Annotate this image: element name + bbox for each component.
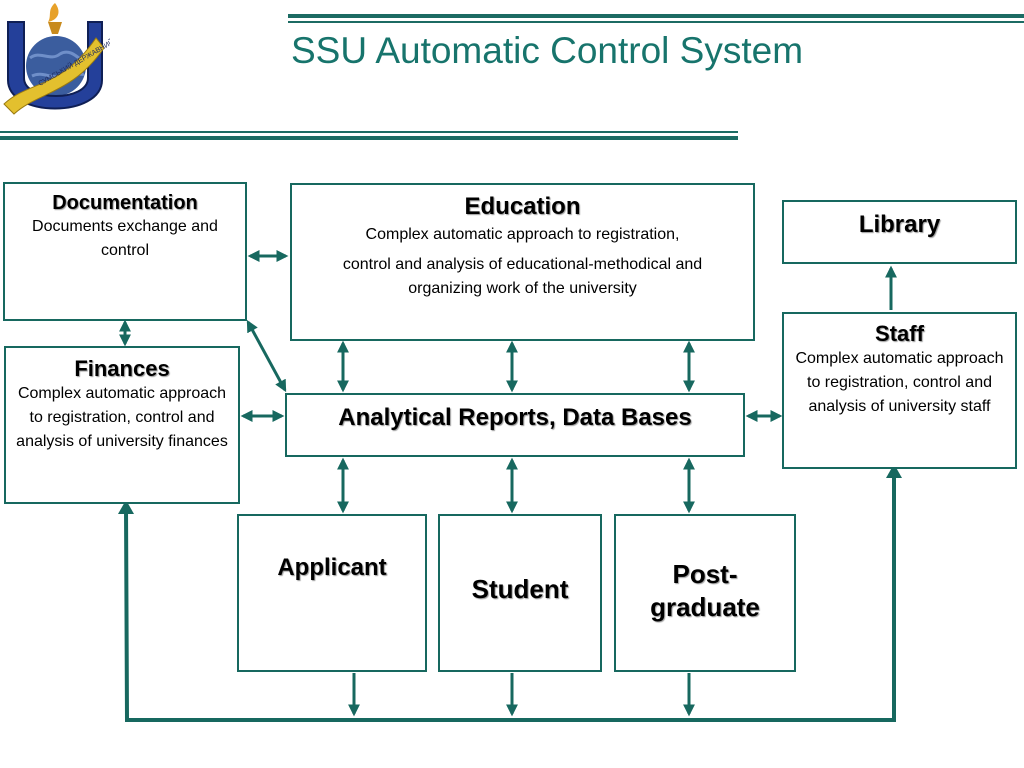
- student-title: Student: [471, 574, 569, 604]
- postgraduate-title: Post-graduate: [650, 559, 760, 622]
- documentation-box: Documentation Documents exchange and con…: [3, 182, 247, 321]
- student-box: Student: [438, 514, 602, 672]
- education-text-line2: control and analysis of educational-meth…: [342, 256, 703, 297]
- title-rule-top-thin: [288, 21, 1024, 23]
- education-text-line1: Complex automatic approach to registrati…: [365, 226, 680, 243]
- finances-title: Finances: [74, 356, 170, 381]
- library-title: Library: [858, 211, 941, 238]
- analytical-reports-box: Analytical Reports, Data Bases: [285, 393, 745, 457]
- title-rule-top-thick: [288, 14, 1024, 18]
- applicant-box: Applicant: [237, 514, 427, 672]
- applicant-title: Applicant: [277, 554, 387, 581]
- documentation-text: Documents exchange and control: [32, 218, 218, 259]
- university-logo: СУМСЬКИЙ ДЕРЖАВНИЙ УНІВЕРСИТЕТ: [3, 3, 110, 115]
- staff-title: Staff: [875, 321, 924, 346]
- education-box: Education Complex automatic approach to …: [290, 183, 755, 341]
- title-rule-bottom-thin: [0, 131, 738, 133]
- education-title: Education: [464, 193, 581, 220]
- analytical-reports-title: Analytical Reports, Data Bases: [338, 404, 692, 431]
- page-title: SSU Automatic Control System: [291, 30, 804, 71]
- staff-text: Complex automatic approach to registrati…: [795, 350, 1004, 415]
- library-box: Library: [782, 200, 1017, 264]
- finances-box: Finances Complex automatic approach to r…: [4, 346, 240, 504]
- documentation-title: Documentation: [52, 192, 198, 214]
- finances-text: Complex automatic approach to registrati…: [16, 385, 228, 450]
- postgraduate-box: Post-graduate: [614, 514, 796, 672]
- title-rule-bottom-thick: [0, 136, 738, 140]
- staff-box: Staff Complex automatic approach to regi…: [782, 312, 1017, 469]
